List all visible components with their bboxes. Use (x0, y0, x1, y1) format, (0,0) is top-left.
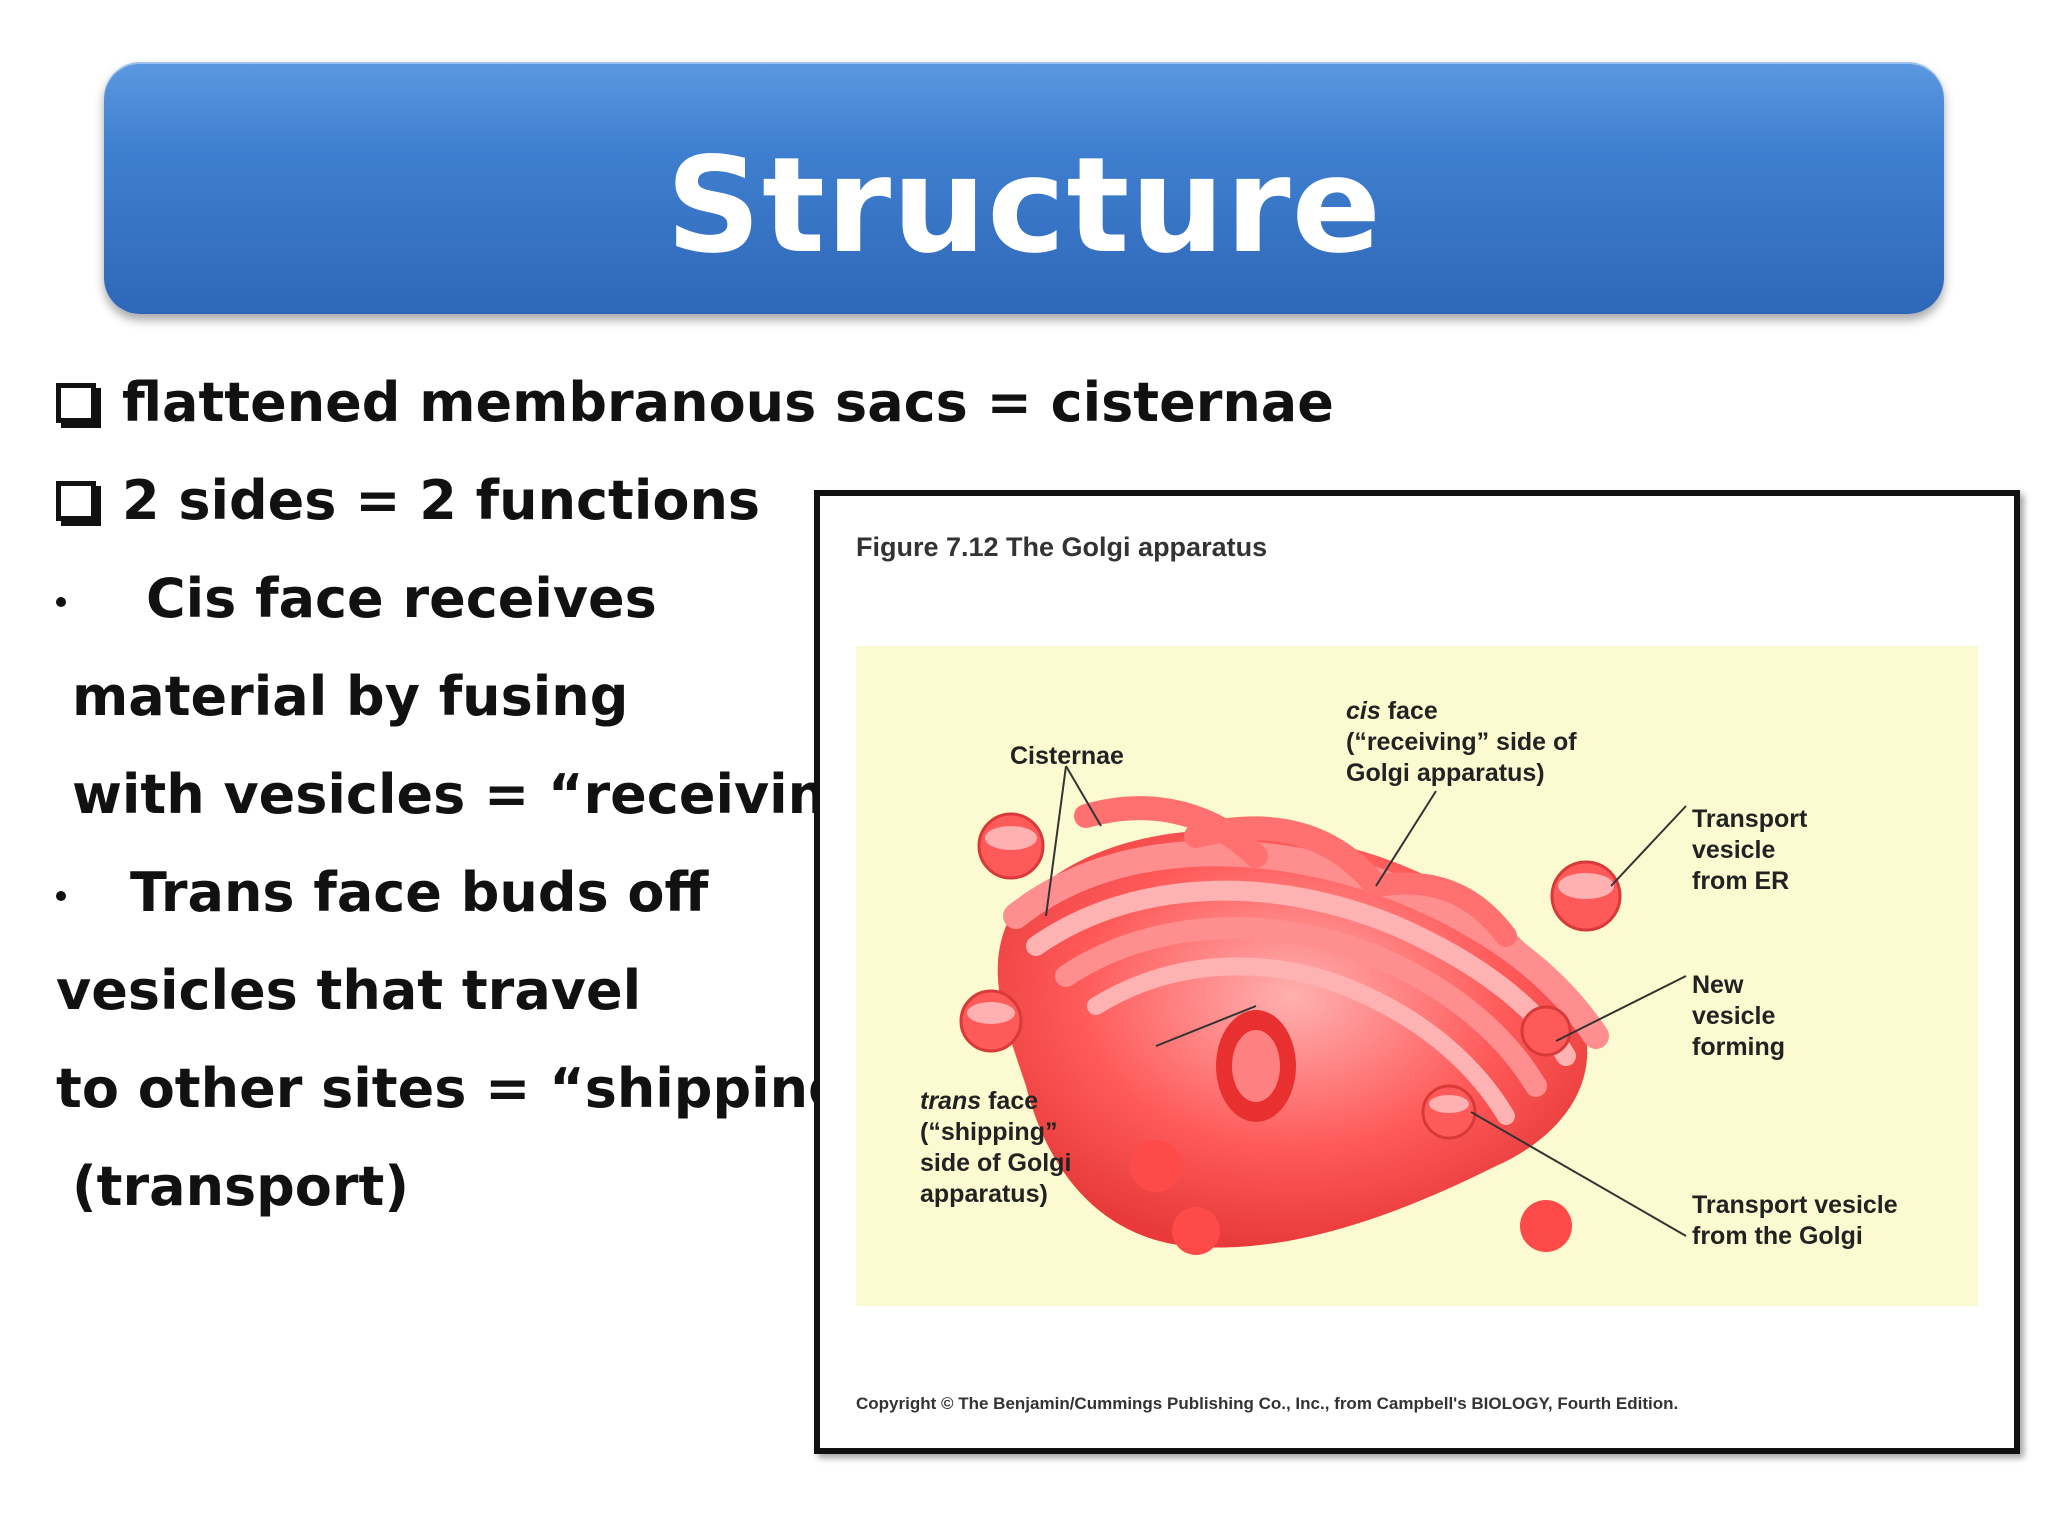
golgi-illustration (959, 765, 1687, 1255)
label-trans-face: trans face (“shipping” side of Golgi app… (920, 1086, 1071, 1210)
title-bar: Structure (104, 62, 1944, 314)
cisterna (1074, 796, 1268, 868)
vesicle (1429, 1095, 1469, 1113)
bullet-continuation: (transport) (72, 1155, 410, 1218)
cisterna (1026, 880, 1576, 1066)
label-trans-italic: trans (920, 1087, 982, 1115)
bullet-continuation: with vesicles = “receiving” (72, 763, 901, 826)
bullet-item-3: Cis face receives (56, 566, 657, 632)
bullet-dot-icon (56, 597, 66, 608)
label-transport-golgi: Transport vesicle from the Golgi (1692, 1191, 1898, 1250)
bullet-continuation: vesicles that travel (56, 959, 642, 1022)
bullet-text: 2 sides = 2 functions (122, 469, 761, 532)
figure-copyright: Copyright © The Benjamin/Cummings Publis… (856, 1394, 1679, 1413)
vesicle (1520, 1005, 1572, 1057)
vesicle (1520, 1200, 1572, 1252)
cisterna-opening (1232, 1030, 1280, 1102)
vesicle (1130, 1140, 1182, 1192)
label-new-vesicle: New vesicle forming (1692, 971, 1786, 1061)
figure-panel: Cisternae cis face (“receiving” side of … (856, 646, 1978, 1306)
leader-lines (1045, 765, 1687, 1237)
bullet-dot-icon (56, 891, 66, 902)
bullet-item-2: 2 sides = 2 functions (56, 468, 760, 534)
vesicle (1172, 1207, 1220, 1255)
bullet-continuation: to other sites = “shipping” (56, 1057, 883, 1120)
cisterna (1087, 957, 1515, 1125)
bullet-text: Trans face buds off (130, 861, 709, 924)
bullet-item-4: Trans face buds off (56, 860, 708, 926)
cisterna (1365, 872, 1517, 947)
label-cis-italic: cis (1346, 697, 1381, 725)
vesicle (1558, 873, 1614, 899)
cisterna (1184, 816, 1388, 898)
checkbox-bullet-icon (56, 481, 96, 521)
bullet-text: Cis face receives (146, 567, 657, 630)
figure-caption: Figure 7.12 The Golgi apparatus (856, 532, 1268, 562)
page-title: Structure (665, 129, 1383, 283)
bullet-continuation: material by fusing (72, 665, 629, 728)
bullet-text: flattened membranous sacs = cisternae (122, 371, 1334, 434)
checkbox-bullet-icon (56, 383, 96, 423)
label-trans-rest: face (“shipping” side of Golgi apparatus… (920, 1087, 1072, 1208)
label-transport-er: Transport vesicle from ER (1692, 805, 1808, 895)
bullet-item-1: flattened membranous sacs = cisternae (56, 370, 1334, 436)
label-cis-face: cis face (“receiving” side of Golgi appa… (1346, 696, 1577, 789)
golgi-figure: Figure 7.12 The Golgi apparatus (814, 490, 2020, 1454)
vesicle (967, 1002, 1015, 1024)
label-cisternae: Cisternae (1010, 742, 1124, 770)
cisterna (1055, 917, 1547, 1097)
label-cis-rest: face (“receiving” side of Golgi apparatu… (1346, 697, 1577, 787)
vesicle (985, 826, 1037, 850)
